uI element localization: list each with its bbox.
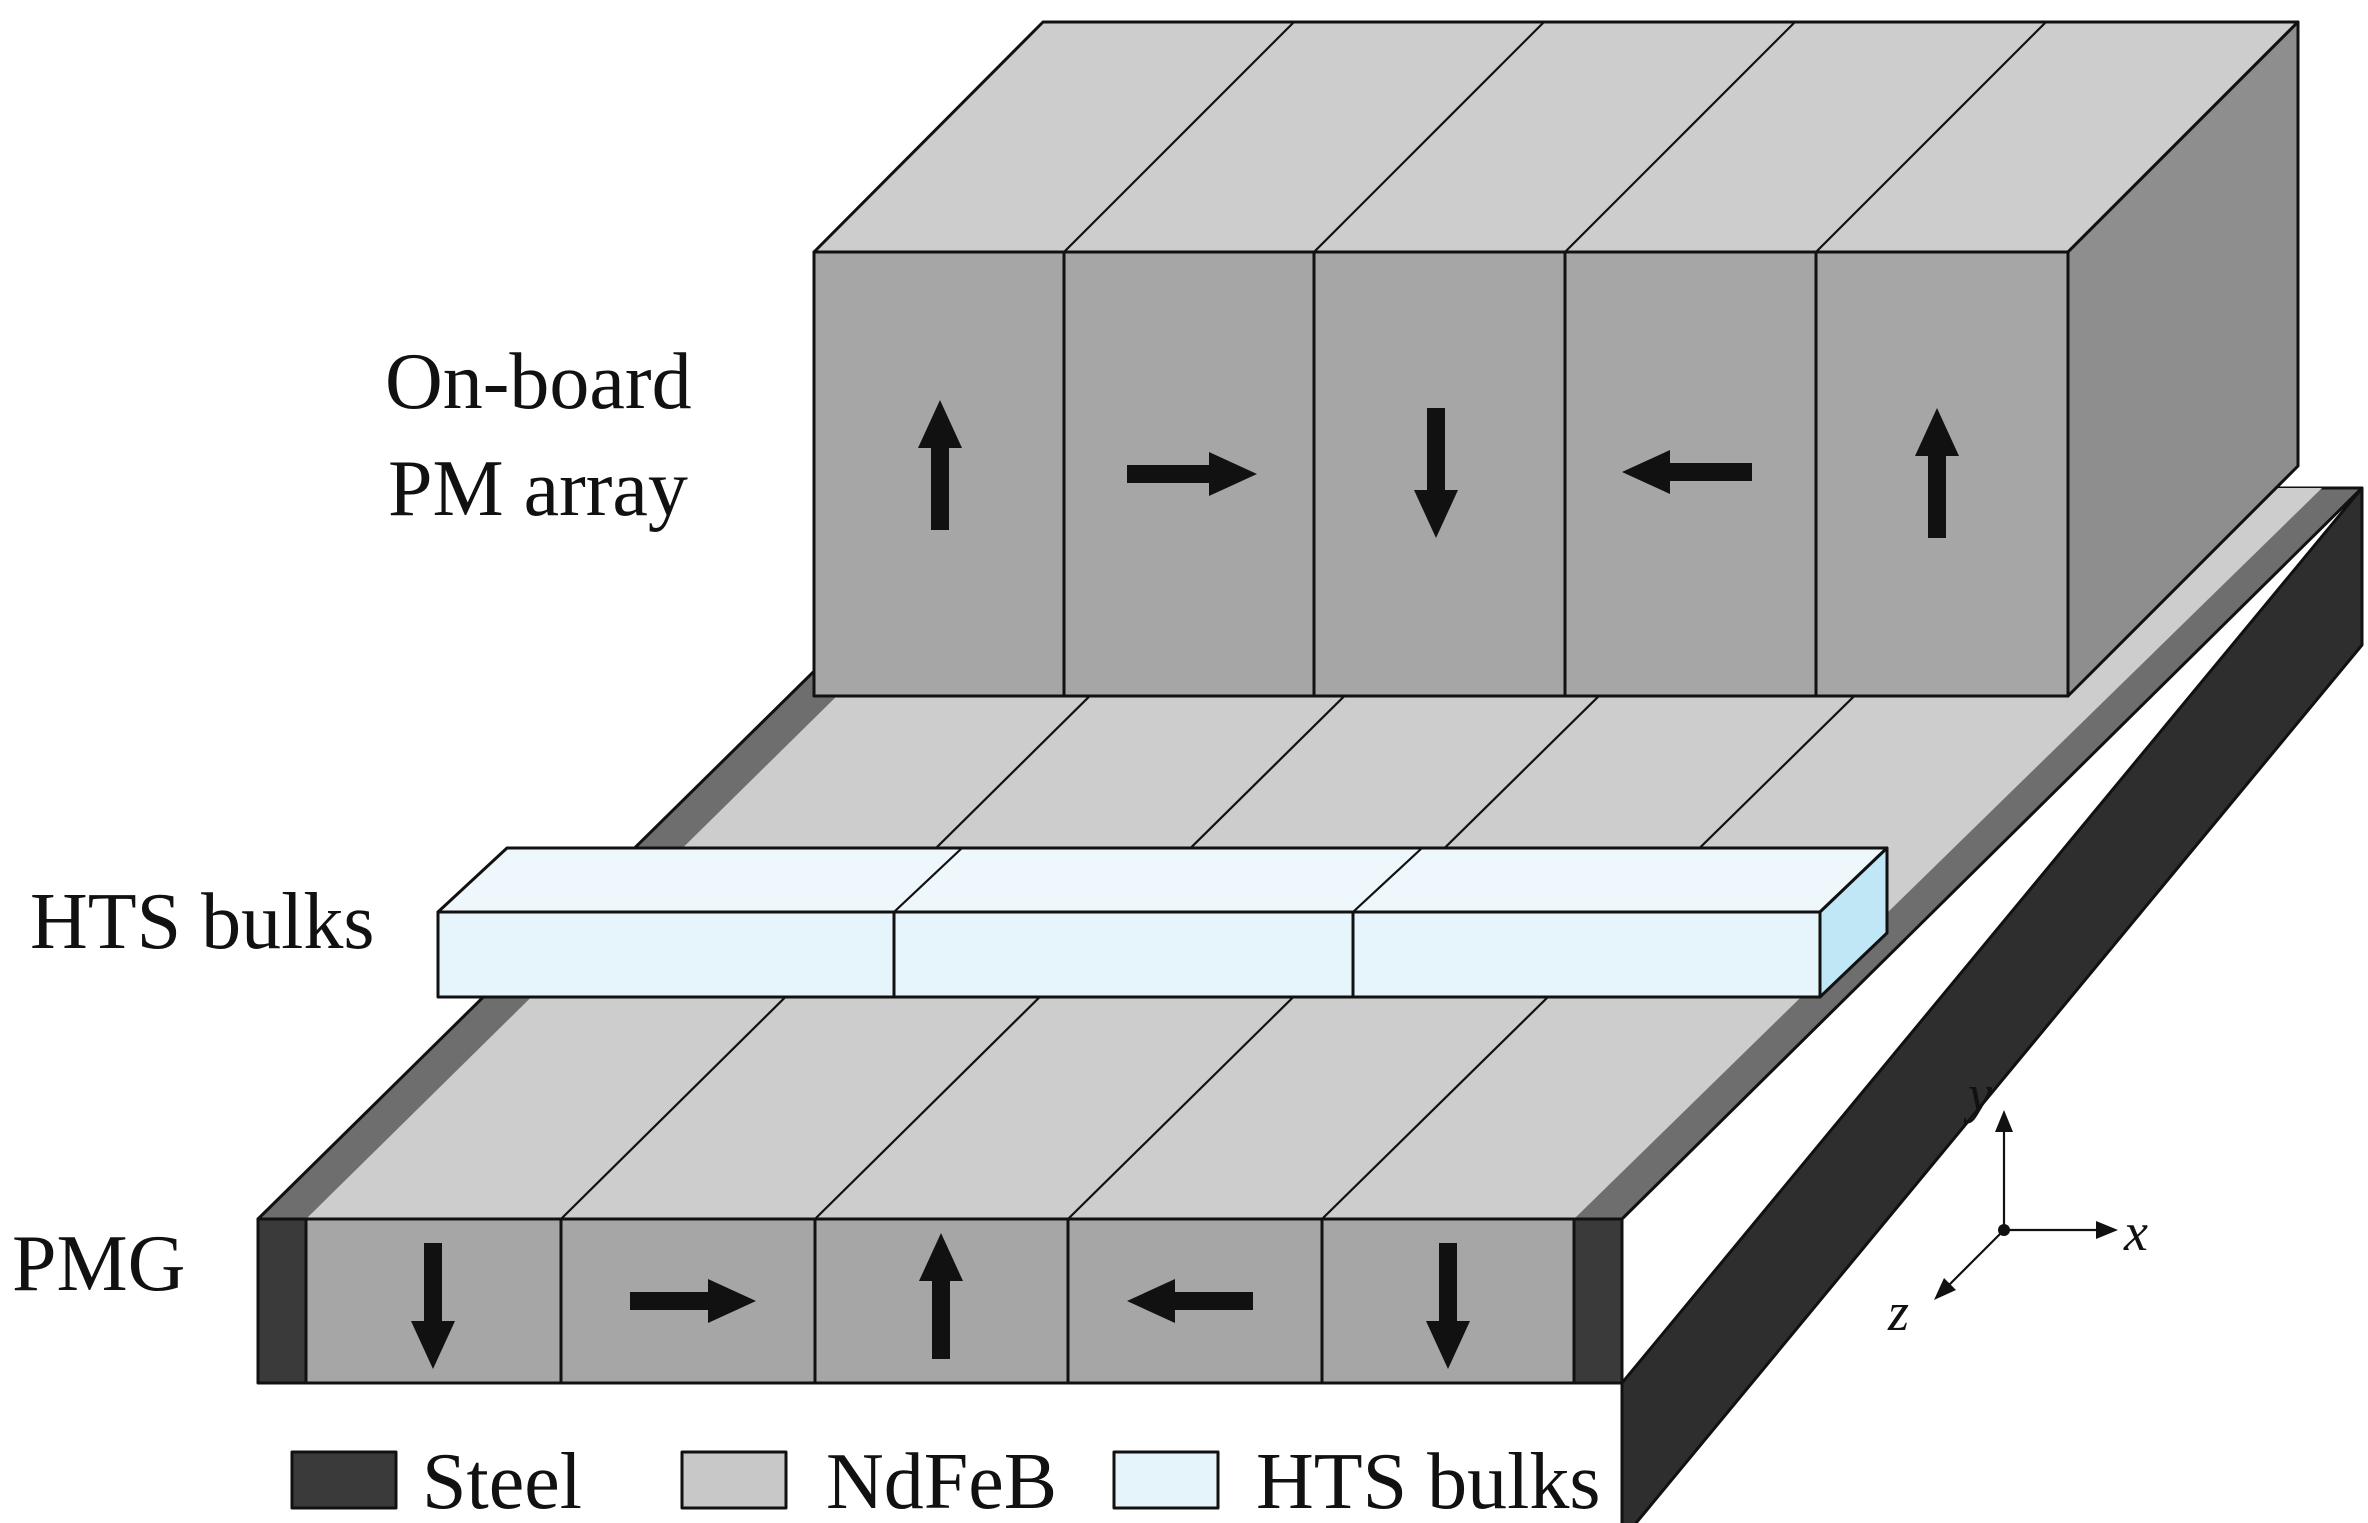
hts-bulk	[1351, 910, 1822, 999]
legend: Steel NdFeB HTS bulks	[290, 1438, 1601, 1523]
legend-swatch-hts	[1112, 1450, 1220, 1510]
pmg-label: PMG	[12, 1220, 185, 1308]
arrow-down-icon	[1414, 408, 1458, 538]
axis-x-label: x	[2123, 1202, 2148, 1262]
legend-label-steel: Steel	[422, 1438, 582, 1523]
onboard-label-line2: PM array	[388, 445, 688, 533]
pm-array-top	[812, 20, 2300, 254]
coordinate-axes: y x z	[1887, 1064, 2148, 1342]
arrow-up-icon	[918, 400, 962, 530]
arrow-down-icon	[411, 1243, 455, 1369]
onboard-label-line1: On-board	[385, 338, 692, 426]
arrow-right-icon	[630, 1279, 756, 1323]
pmg-arrows	[411, 1233, 1470, 1369]
arrow-up-icon	[919, 1233, 963, 1359]
hts-bulk	[892, 910, 1355, 999]
legend-label-hts: HTS bulks	[1256, 1438, 1601, 1523]
legend-label-ndfeb: NdFeB	[826, 1438, 1057, 1523]
arrow-left-icon	[1127, 1279, 1253, 1323]
pmg-right-side	[1620, 486, 2364, 1523]
pm-array-arrows	[918, 400, 1959, 538]
pmg-front-magnets	[304, 1217, 1576, 1385]
axis-y-label: y	[1963, 1064, 1992, 1124]
onboard-pm-array	[812, 20, 2300, 698]
pm-array-top-stripes	[1063, 21, 2047, 253]
arrow-left-icon	[1622, 450, 1752, 494]
legend-swatch-ndfeb	[680, 1450, 788, 1510]
legend-swatch-steel	[290, 1450, 398, 1510]
hts-label: HTS bulks	[30, 878, 375, 966]
hts-bulks	[436, 846, 1889, 999]
axis-z-label: z	[1887, 1282, 1909, 1342]
pmg-front-steel-left	[256, 1217, 308, 1385]
arrow-down-icon	[1426, 1243, 1470, 1369]
arrow-up-icon	[1915, 408, 1959, 538]
hts-top	[436, 846, 1889, 914]
arrow-right-icon	[1127, 452, 1257, 496]
hts-bulk	[436, 910, 896, 999]
pmg-front-steel-right	[1572, 1217, 1624, 1385]
